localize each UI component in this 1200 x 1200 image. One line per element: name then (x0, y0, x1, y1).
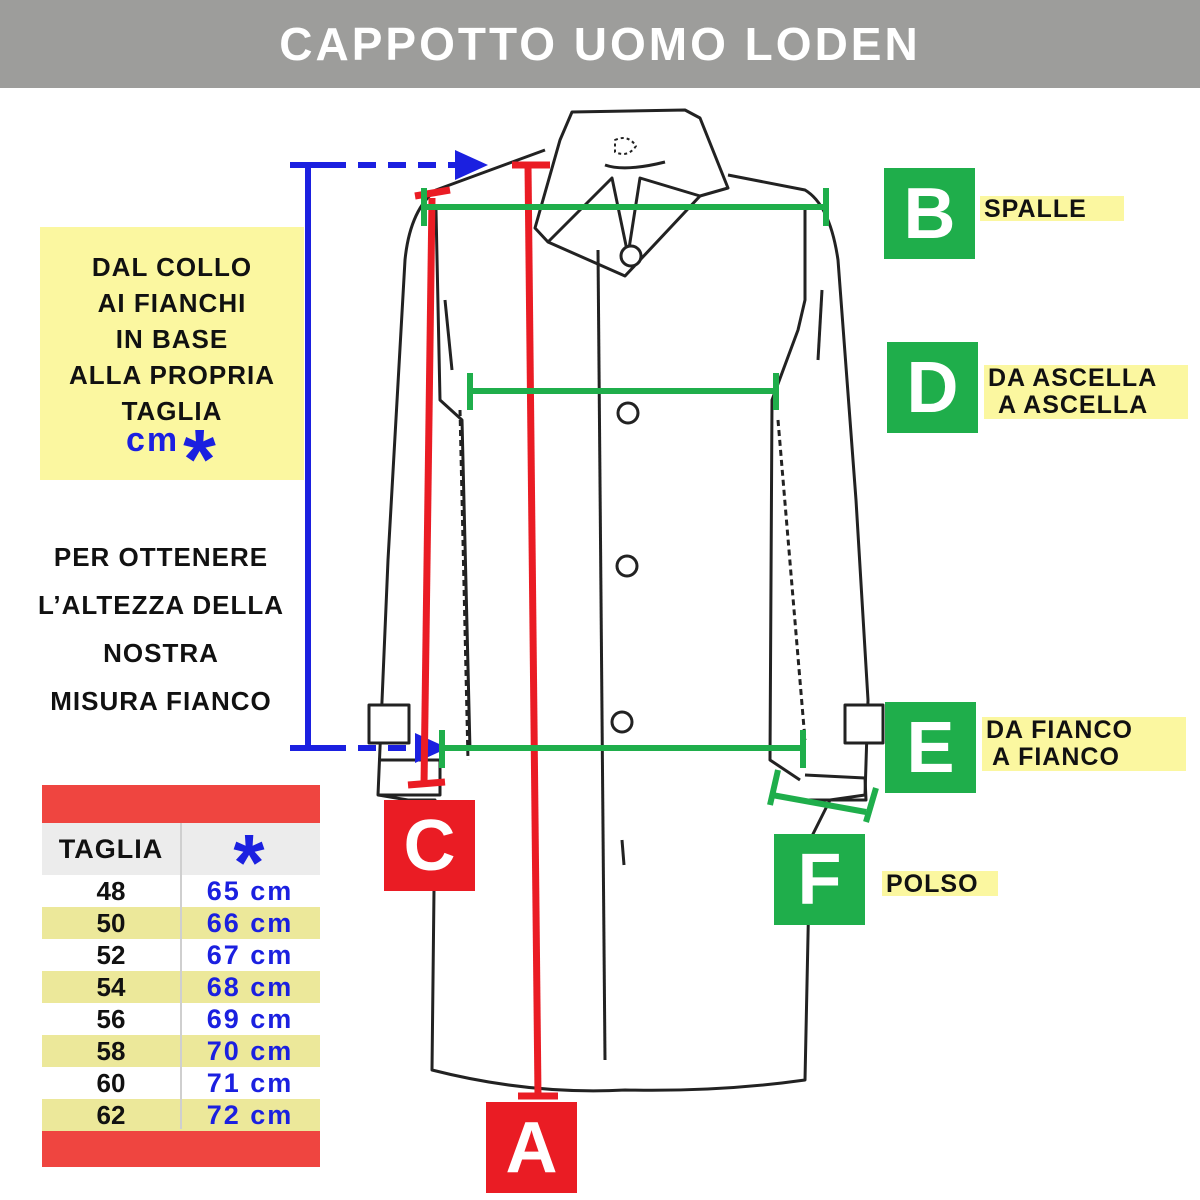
note-line: DAL COLLO (91, 252, 253, 282)
label-b-text: SPALLE (980, 196, 1124, 223)
title-bar: CAPPOTTO UOMO LODEN (0, 0, 1200, 88)
table-top-band (42, 785, 320, 823)
label-e-letter: E (906, 707, 955, 788)
table-cell-size: 56 (96, 1003, 126, 1034)
table-cell-value: 67 cm (206, 939, 294, 970)
table-cell-value: 71 cm (206, 1067, 294, 1098)
table-cell-size: 50 (96, 907, 126, 938)
note-below-line: NOSTRA (103, 638, 219, 668)
table-cell-value: 69 cm (206, 1003, 294, 1034)
note-below-line: PER OTTENERE (53, 542, 269, 572)
label-f-letter: F (797, 839, 842, 920)
note-line: IN BASE (115, 324, 229, 354)
note-line: ALLA PROPRIA (68, 360, 276, 390)
note-line: TAGLIA (121, 396, 223, 426)
table-cell-size: 52 (96, 939, 126, 970)
label-f-text: POLSO (882, 871, 998, 898)
label-a-box: A (486, 1102, 577, 1193)
green-measure (421, 188, 879, 823)
coat-outline (367, 108, 885, 1093)
table-cell-value: 65 cm (206, 875, 294, 906)
note-unit: cm (126, 421, 180, 459)
table-bottom-band (42, 1131, 320, 1167)
table-cell-value: 68 cm (206, 971, 294, 1002)
label-c-letter: C (403, 805, 456, 886)
table-header-size: TAGLIA (58, 833, 164, 864)
table-cell-value: 70 cm (206, 1035, 294, 1066)
note-below-line: L’ALTEZZA DELLA (37, 590, 285, 620)
note-box: DAL COLLO AI FIANCHI IN BASE ALLA PROPRI… (40, 227, 304, 501)
label-d-box: D (887, 342, 978, 433)
table-divider (180, 823, 182, 1129)
label-f-box: F (774, 834, 865, 925)
note-below: PER OTTENERE L’ALTEZZA DELLA NOSTRA MISU… (20, 533, 302, 725)
label-b-letter: B (903, 173, 956, 254)
note-unit-row: cm * (126, 417, 216, 501)
label-e-text: DA FIANCO A FIANCO (982, 717, 1186, 771)
label-d-letter: D (906, 347, 959, 428)
table-cell-value: 72 cm (206, 1099, 294, 1130)
table-cell-size: 54 (96, 971, 126, 1002)
table-cell-size: 60 (96, 1067, 126, 1098)
red-measure (407, 161, 558, 1100)
asterisk-icon: * (183, 412, 216, 506)
label-b-box: B (884, 168, 975, 259)
table-cell-size: 48 (96, 875, 126, 906)
blue-arrow-top (455, 150, 488, 180)
label-a-letter: A (505, 1107, 558, 1188)
table-cell-size: 62 (96, 1099, 126, 1130)
blue-measure (290, 162, 455, 751)
label-e-box: E (885, 702, 976, 793)
asterisk-icon: * (233, 818, 267, 907)
table-cell-value: 66 cm (206, 907, 294, 938)
label-c-box: C (384, 800, 475, 891)
table-cell-size: 58 (96, 1035, 126, 1066)
note-below-line: MISURA FIANCO (50, 686, 272, 716)
buttons (610, 244, 643, 734)
page-title: CAPPOTTO UOMO LODEN (279, 18, 921, 70)
label-d-text: DA ASCELLA A ASCELLA (984, 365, 1188, 419)
note-line: AI FIANCHI (97, 288, 247, 318)
